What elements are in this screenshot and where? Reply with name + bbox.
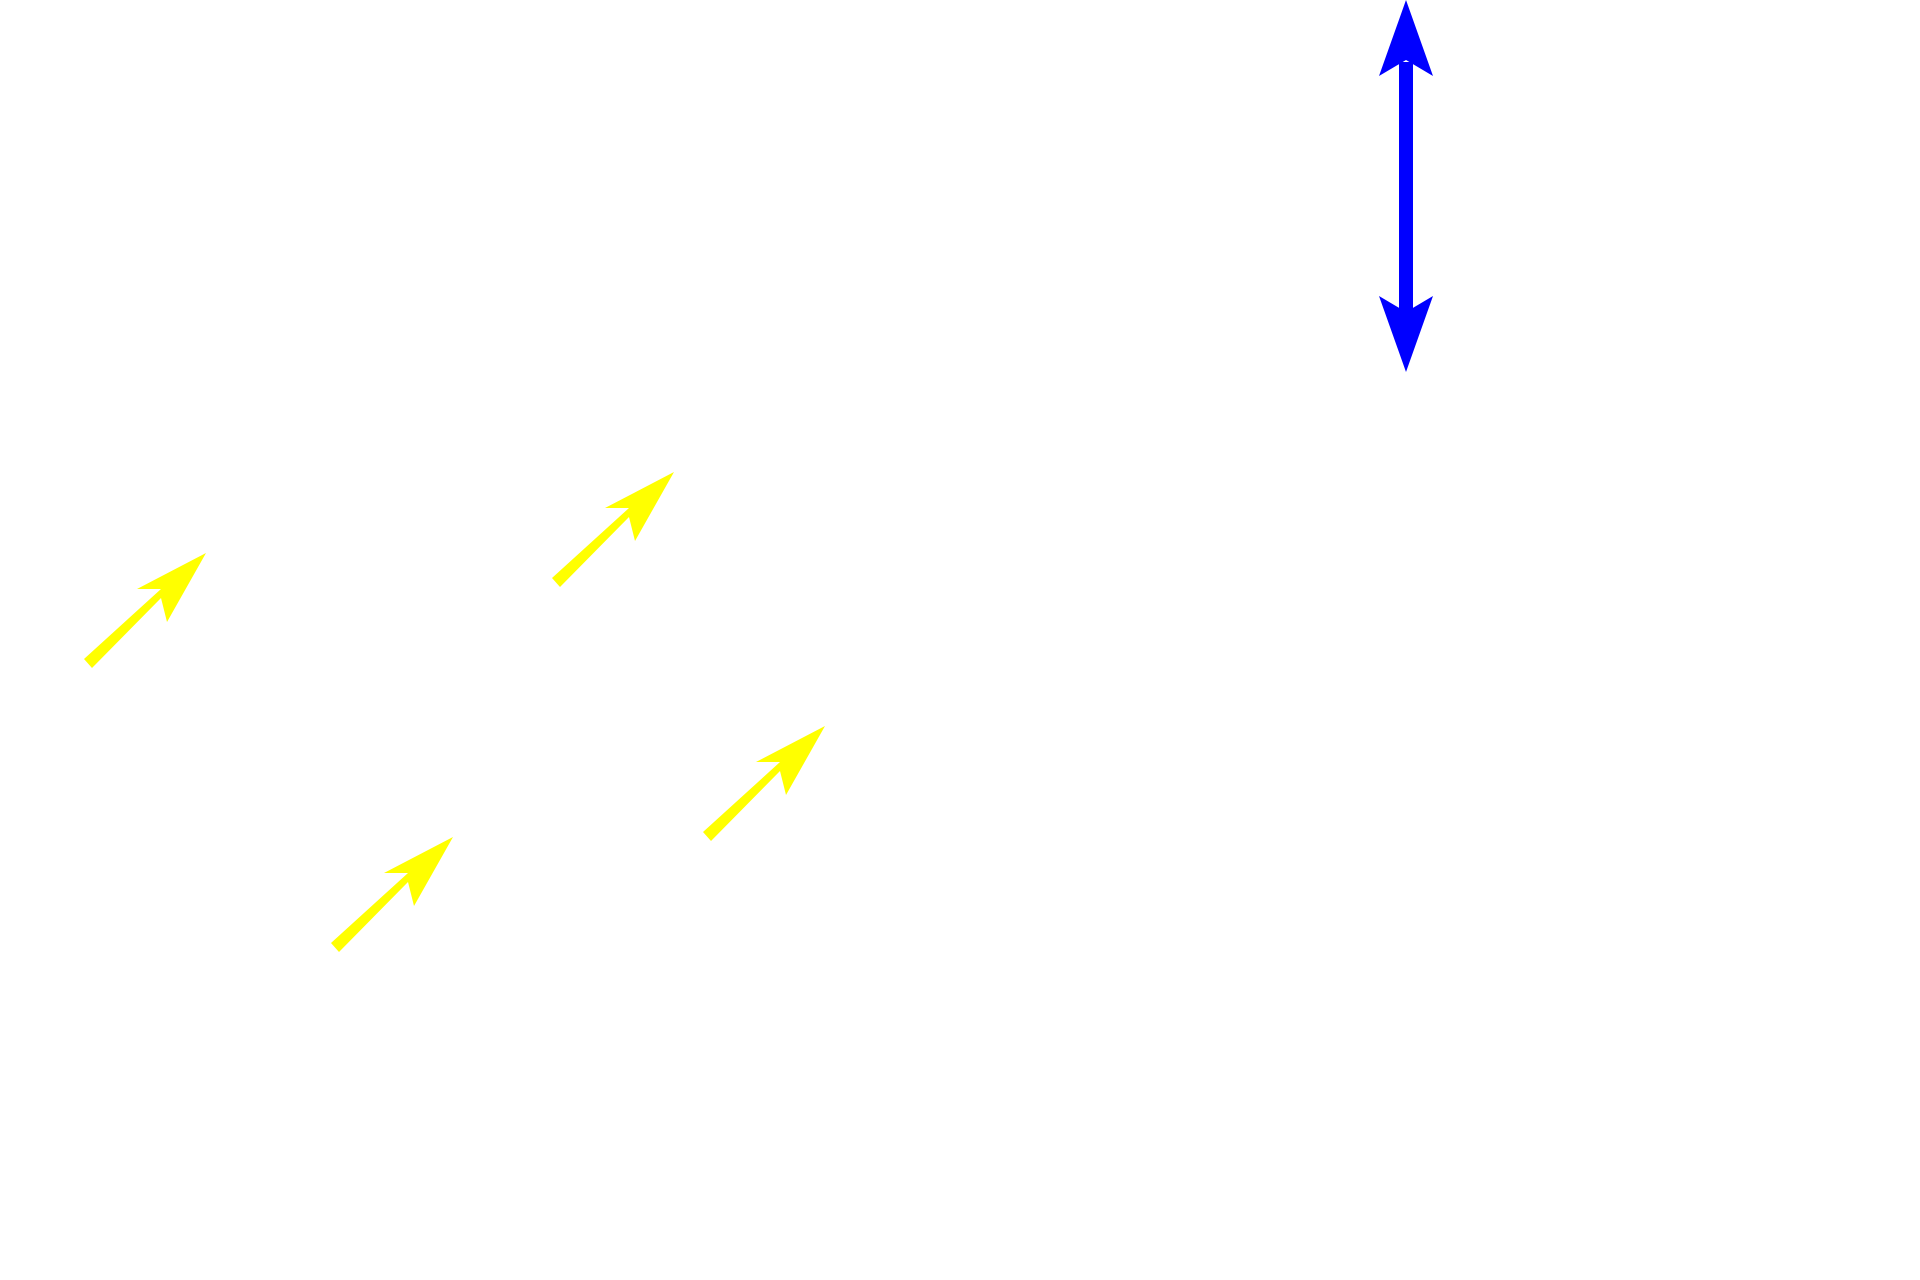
pointer-arrow-icon xyxy=(552,472,674,587)
pointer-arrow-icon xyxy=(703,726,825,841)
pointer-arrow-icon xyxy=(331,837,453,952)
double-arrow-icon xyxy=(1379,0,1433,372)
pointer-arrow-icon xyxy=(84,553,206,668)
